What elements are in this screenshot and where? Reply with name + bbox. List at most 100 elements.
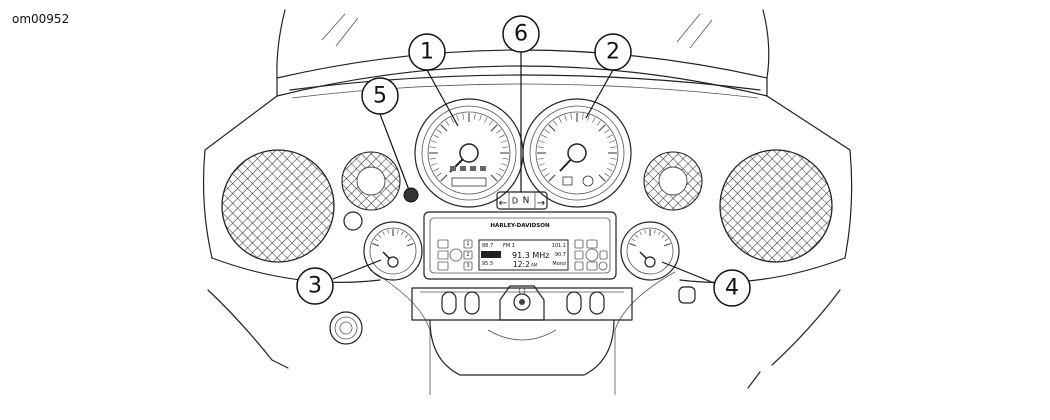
gauge-tick xyxy=(445,120,450,126)
gauge-tick xyxy=(440,124,448,132)
gauge-tick xyxy=(553,120,558,126)
svg-text:3: 3 xyxy=(308,274,322,299)
ignition-switch xyxy=(329,311,363,345)
gauge-tick xyxy=(436,172,442,177)
gauge-tick xyxy=(401,231,404,236)
gauge-tick xyxy=(429,158,436,160)
gauge-tick xyxy=(604,172,610,177)
gauge-tick xyxy=(548,124,556,132)
right-arrow-icon: → xyxy=(537,198,545,209)
gauge-tick xyxy=(407,238,412,242)
gauge-tick xyxy=(598,174,606,182)
gauge-tick xyxy=(607,134,613,138)
gauge-tick xyxy=(629,242,637,247)
gauge-tick xyxy=(541,168,547,172)
gauge-tick xyxy=(631,238,636,242)
gauge-tick xyxy=(474,113,476,120)
gauge-tick xyxy=(433,168,439,172)
preset-button-1: 1 xyxy=(466,241,469,247)
callout-4: 4 xyxy=(713,269,751,307)
gauge-tick xyxy=(484,117,488,123)
callout-5: 5 xyxy=(361,77,399,115)
gauge-tick xyxy=(541,134,547,138)
gauge-tick xyxy=(654,229,656,234)
gauge-tick xyxy=(499,134,505,138)
gauge-tick xyxy=(378,234,382,238)
time-label: 12:2 xyxy=(513,260,530,269)
preset-value-right-1: 101.1 xyxy=(552,243,566,249)
radio-display: 88.7 91.3 95.5 FM 1 91.3 MHz 12:2 AM 101… xyxy=(478,239,569,271)
left-switch xyxy=(343,211,363,231)
gauge-tick xyxy=(548,174,556,182)
gauge-tick xyxy=(537,158,544,160)
gauge-tick xyxy=(664,238,669,242)
gauge-tick xyxy=(496,172,502,177)
gauge-tick xyxy=(663,242,671,247)
gauge-tick xyxy=(490,174,498,182)
gauge-tick xyxy=(609,163,616,166)
right-switch xyxy=(678,286,696,304)
gauge-tick xyxy=(436,129,442,134)
right-auxiliary-gauge xyxy=(620,221,680,281)
preset-value-2: 91.3 xyxy=(482,252,493,258)
gear-d-label: D xyxy=(512,197,518,206)
left-tweeter xyxy=(341,151,401,211)
svg-text:6: 6 xyxy=(514,22,528,47)
mode-label: Mono xyxy=(552,261,566,267)
svg-text:2: 2 xyxy=(606,40,620,65)
ampm-label: AM xyxy=(531,263,538,268)
gauge-tick xyxy=(537,146,544,148)
gauge-tick xyxy=(658,231,661,236)
preset-value-right-2: 90.7 xyxy=(555,252,566,258)
gear-indicator: ← → D N xyxy=(496,191,548,210)
svg-text:1: 1 xyxy=(420,40,434,65)
svg-text:5: 5 xyxy=(373,84,387,109)
gauge-tick xyxy=(558,117,562,123)
leader-lines xyxy=(332,52,715,284)
gauge-tick xyxy=(372,242,380,247)
preset-button-2: 2 xyxy=(466,252,469,258)
gauge-tick xyxy=(496,129,502,134)
band-label: FM 1 xyxy=(503,243,515,249)
gauge-tick xyxy=(490,124,498,132)
gauge-tick xyxy=(404,234,408,238)
gauge-tick xyxy=(488,120,493,126)
gear-n-label: N xyxy=(523,196,530,206)
gauge-tick xyxy=(397,229,399,234)
svg-text:4: 4 xyxy=(725,276,739,301)
gauge-tick xyxy=(462,113,464,120)
figure-id: om00952 xyxy=(12,12,70,26)
gauge-tick xyxy=(538,140,545,143)
gauge-tick xyxy=(604,129,610,134)
gauge-tick xyxy=(610,146,617,148)
gauge-tick xyxy=(610,158,617,160)
gauge-tick xyxy=(587,114,590,121)
gauge-tick xyxy=(479,114,482,121)
gauge-tick xyxy=(564,114,567,121)
gauge-tick xyxy=(429,146,436,148)
gauge-tick xyxy=(502,158,509,160)
gauge-tick xyxy=(570,113,572,120)
gauge-tick xyxy=(607,168,613,172)
gauge-tick xyxy=(635,234,639,238)
callout-3: 3 xyxy=(296,267,334,305)
radio-head-unit: HARLEY-DAVIDSON 1 2 3 88.7 91.3 95.5 FM … xyxy=(423,211,617,280)
gauge-tick xyxy=(387,229,389,234)
gauge-tick xyxy=(502,146,509,148)
preset-value-1: 88.7 xyxy=(482,243,493,249)
right-speaker-grille xyxy=(719,149,833,263)
left-arrow-icon: ← xyxy=(499,198,507,209)
gauge-tick xyxy=(382,231,385,236)
gauge-tick xyxy=(596,120,601,126)
right-tweeter xyxy=(643,151,703,211)
frequency-label: 91.3 MHz xyxy=(512,251,549,260)
speedometer xyxy=(414,98,524,208)
callout-6: 6 xyxy=(502,15,540,53)
callout-1: 1 xyxy=(408,33,446,71)
gauge-tick xyxy=(544,129,550,134)
gauge-tick xyxy=(501,163,508,166)
gauge-tick xyxy=(440,174,448,182)
preset-value-3: 95.5 xyxy=(482,261,493,267)
gauge-tick xyxy=(538,163,545,166)
